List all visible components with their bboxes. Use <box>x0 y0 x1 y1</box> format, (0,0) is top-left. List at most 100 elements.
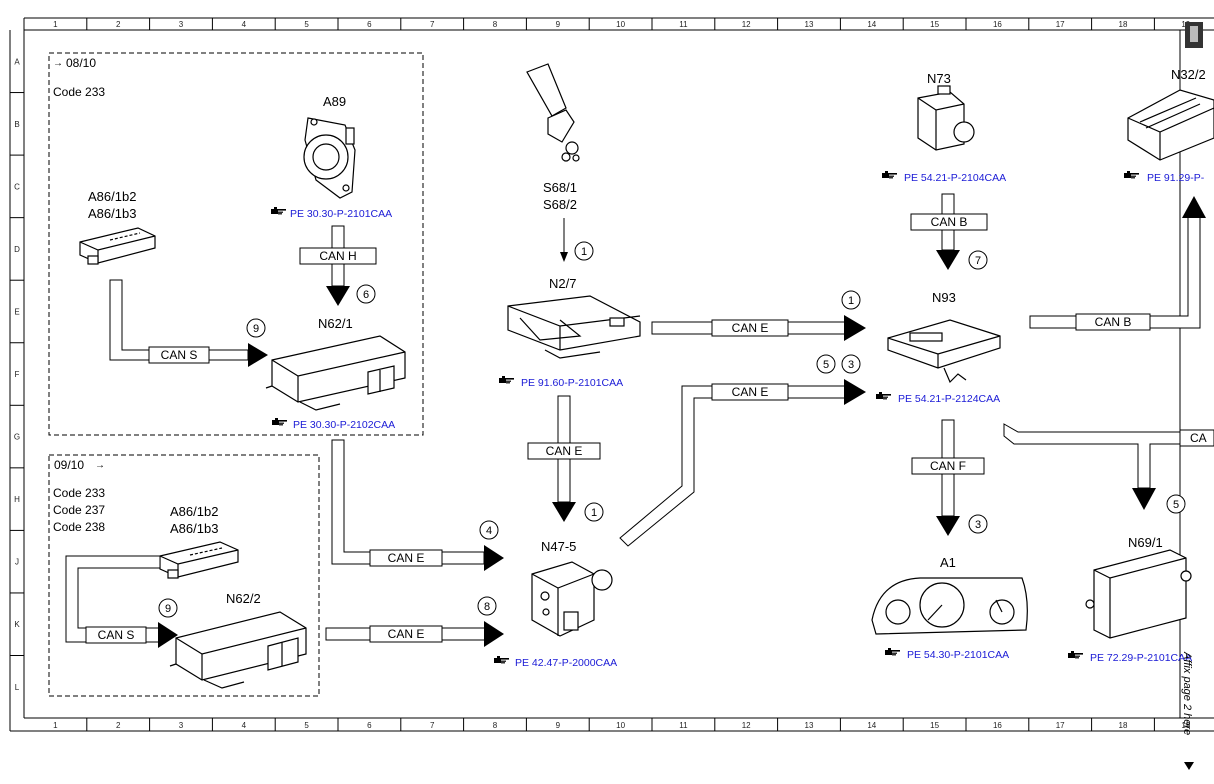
n47-5-module-icon <box>531 561 613 637</box>
column-tick-bottom: 12 <box>742 721 751 730</box>
a86-1-g2-sensor-icon <box>159 541 239 579</box>
n32-2-label: N32/2 <box>1171 67 1206 82</box>
row-tick: G <box>14 433 20 442</box>
svg-text:3: 3 <box>975 519 981 531</box>
row-tick: L <box>15 683 20 692</box>
column-tick-top: 1 <box>53 20 58 29</box>
column-tick-bottom: 14 <box>867 721 876 730</box>
svg-text:8: 8 <box>484 601 490 613</box>
column-tick-bottom: 7 <box>430 721 435 730</box>
svg-text:CAN H: CAN H <box>319 249 356 263</box>
conn-n93-a1: CAN F 3 <box>911 419 988 536</box>
svg-text:CAN E: CAN E <box>546 444 583 458</box>
row-tick: F <box>15 370 20 379</box>
group1-date: 08/10 <box>66 56 96 70</box>
row-tick: K <box>14 620 20 629</box>
n93-module-icon <box>887 319 1001 384</box>
row-tick: C <box>14 182 20 191</box>
svg-text:1: 1 <box>848 295 854 307</box>
conn-n93-n69-1: CA 5 <box>1003 423 1214 514</box>
n32-2-radio-icon <box>1127 89 1214 161</box>
column-tick-top: 5 <box>304 20 309 29</box>
column-tick-bottom: 2 <box>116 721 121 730</box>
column-tick-bottom: 11 <box>679 721 688 730</box>
corner-tool-icon <box>1185 22 1203 48</box>
svg-text:5: 5 <box>823 359 829 371</box>
column-tick-bottom: 16 <box>993 721 1002 730</box>
svg-text:CAN B: CAN B <box>1095 315 1132 329</box>
svg-text:1: 1 <box>591 507 597 519</box>
a86-1-label-line2: A86/1b3 <box>88 206 136 221</box>
group2-date-arrow: → <box>95 460 105 471</box>
drawing-frame <box>9 17 1214 732</box>
svg-text:CAN S: CAN S <box>98 628 135 642</box>
column-tick-top: 11 <box>679 20 688 29</box>
svg-text:6: 6 <box>363 289 369 301</box>
column-tick-bottom: 13 <box>805 721 814 730</box>
column-tick-top: 7 <box>430 20 435 29</box>
conn-a86-n62-2: CAN S 9 <box>65 555 178 648</box>
n2-7-label: N2/7 <box>549 276 576 291</box>
s68-switch-icon <box>526 63 580 162</box>
row-tick: B <box>14 120 19 129</box>
n32-2-ref-link[interactable]: PE 91.29-P- <box>1147 172 1205 184</box>
a1-ref-link[interactable]: PE 54.30-P-2101CAA <box>907 649 1009 661</box>
a89-ref-link[interactable]: PE 30.30-P-2101CAA <box>290 208 392 220</box>
conn-n62-2-n47-5: CAN E 8 <box>325 596 504 647</box>
side-arrow-icon <box>1184 762 1194 770</box>
conn-n2-7-n93: CAN E 1 <box>651 290 866 341</box>
n69-1-module-icon <box>1085 549 1192 639</box>
column-tick-bottom: 17 <box>1056 721 1065 730</box>
column-tick-bottom: 19 <box>1181 721 1190 730</box>
n2-7-ref-link[interactable]: PE 91.60-P-2101CAA <box>521 377 623 389</box>
column-tick-top: 17 <box>1056 20 1065 29</box>
column-tick-top: 9 <box>556 20 561 29</box>
a89-label: A89 <box>323 94 346 109</box>
column-tick-bottom: 18 <box>1119 721 1128 730</box>
row-tick: H <box>14 495 20 504</box>
n47-5-ref-link[interactable]: PE 42.47-P-2000CAA <box>515 657 617 669</box>
column-tick-top: 6 <box>367 20 372 29</box>
column-ruler: 1122334455667788991010111112121313141415… <box>53 18 1191 731</box>
conn-a89-n62-1: CAN H 6 <box>299 225 377 306</box>
group2-code-3: Code 238 <box>53 520 105 534</box>
svg-text:CAN B: CAN B <box>931 215 968 229</box>
a86-1-g2-label-line1: A86/1b2 <box>170 504 218 519</box>
a1-label: A1 <box>940 555 956 570</box>
n62-1-label: N62/1 <box>318 316 353 331</box>
n73-sensor-icon <box>917 85 975 151</box>
column-tick-top: 2 <box>116 20 121 29</box>
conn-n73-n93: CAN B 7 <box>910 193 988 270</box>
column-tick-top: 3 <box>179 20 184 29</box>
row-tick: A <box>14 57 20 66</box>
n69-1-ref-link[interactable]: PE 72.29-P-2101CAA <box>1090 652 1192 664</box>
group1-date-arrow: → <box>53 58 63 69</box>
n73-ref-link[interactable]: PE 54.21-P-2104CAA <box>904 172 1006 184</box>
n47-5-label: N47-5 <box>541 539 576 554</box>
side-note: Affix page 2 here <box>1181 651 1193 735</box>
svg-text:5: 5 <box>1173 499 1179 511</box>
column-tick-top: 14 <box>867 20 876 29</box>
n62-1-ref-link[interactable]: PE 30.30-P-2102CAA <box>293 419 395 431</box>
column-tick-bottom: 6 <box>367 721 372 730</box>
conn-n47-5-n93: CAN E 5 3 <box>619 354 866 547</box>
group1-box <box>48 52 424 436</box>
n2-7-module-icon <box>507 295 641 359</box>
n93-ref-link[interactable]: PE 54.21-P-2124CAA <box>898 393 1000 405</box>
svg-text:CA: CA <box>1190 431 1207 445</box>
column-tick-top: 13 <box>805 20 814 29</box>
column-tick-bottom: 3 <box>179 721 184 730</box>
n69-1-label: N69/1 <box>1128 535 1163 550</box>
svg-text:9: 9 <box>165 603 171 615</box>
group2-code-2: Code 237 <box>53 503 105 517</box>
svg-text:7: 7 <box>975 255 981 267</box>
svg-text:CAN F: CAN F <box>930 459 966 473</box>
column-tick-top: 16 <box>993 20 1002 29</box>
row-tick: D <box>14 245 20 254</box>
n93-label: N93 <box>932 290 956 305</box>
column-tick-top: 10 <box>616 20 625 29</box>
group2-date: 09/10 <box>54 458 84 472</box>
group2-code-1: Code 233 <box>53 486 105 500</box>
conn-n2-7-n47-5: CAN E 1 <box>527 395 604 522</box>
